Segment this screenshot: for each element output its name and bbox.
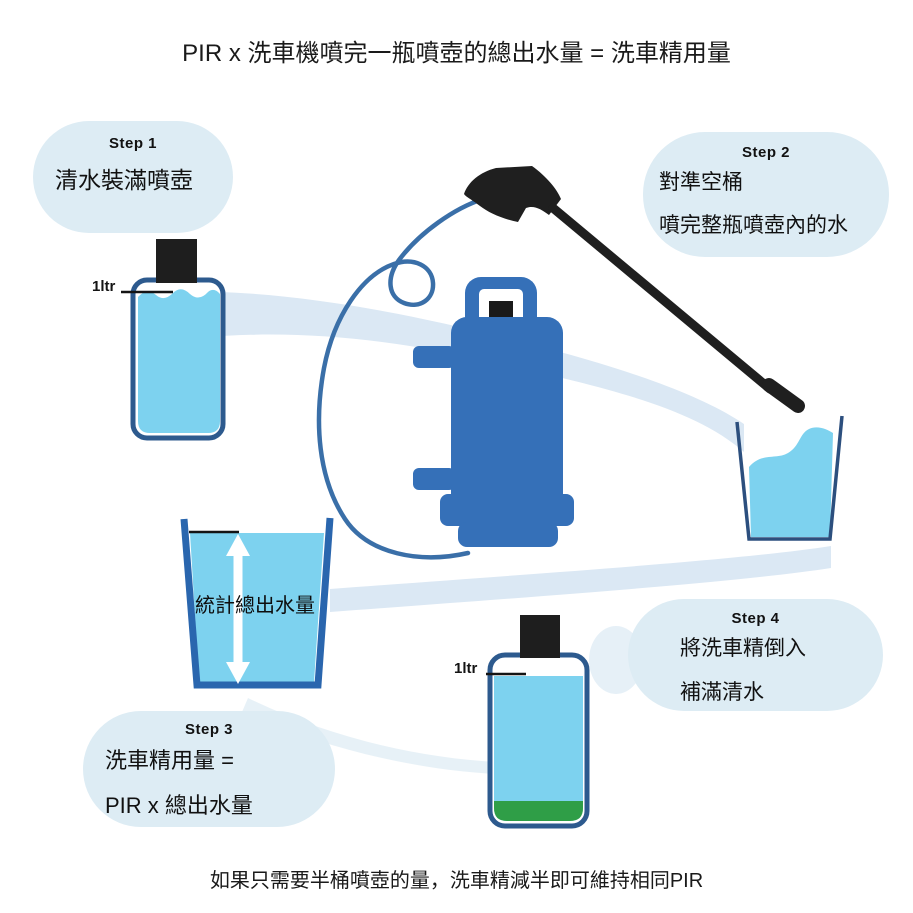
collection-bucket [735, 415, 844, 541]
washer-tab-upper [413, 346, 455, 368]
step2-label: Step 2 [741, 144, 790, 161]
spray-gun-nozzle [762, 378, 805, 413]
bottle2-cap [520, 615, 560, 658]
measure-arrow-head-bottom [226, 662, 250, 684]
measuring-bucket [180, 517, 334, 689]
footer-note: 如果只需要半桶噴壺的量，洗車精減半即可維持相同PIR [209, 870, 704, 892]
step3-bubble: Step 3 洗車精用量 = PIR x 總出水量 [83, 711, 335, 827]
step4-label: Step 4 [731, 610, 780, 627]
bottle2-detergent-layer [494, 801, 583, 821]
measuring-bucket-outline [180, 517, 334, 689]
step1-bubble: Step 1 清水裝滿噴壺 [33, 121, 233, 233]
spray-bottle-1 [121, 239, 226, 441]
collection-bucket-outline [735, 415, 844, 541]
washer-tab-lower [413, 468, 455, 490]
step3-text-line2: PIR x 總出水量 [105, 793, 253, 818]
step3-text-line1: 洗車精用量 = [105, 748, 234, 773]
step2-bubble: Step 2 對準空桶 噴完整瓶噴壺內的水 [643, 132, 889, 257]
flow-band-bottle-to-bucket [222, 292, 744, 452]
hose [316, 196, 486, 560]
bottle1-volume-label: 1ltr [92, 278, 116, 295]
step2-text-line1: 對準空桶 [659, 171, 743, 194]
measuring-bucket-label: 統計總出水量 [195, 595, 315, 617]
flow-band-bucket-to-measure [330, 546, 831, 612]
flow-band-measure-to-bottle [242, 698, 497, 774]
bottle1-water [138, 289, 220, 433]
bottle2-volume-label: 1ltr [454, 660, 478, 677]
step4-text-line1: 將洗車精倒入 [680, 637, 806, 660]
bottle2-water [494, 676, 583, 821]
pressure-washer [413, 277, 574, 547]
step1-text: 清水裝滿噴壺 [55, 167, 193, 193]
step1-label: Step 1 [108, 135, 157, 152]
measure-arrow-head-top [226, 534, 250, 556]
step4-text-line2: 補滿清水 [680, 681, 764, 704]
spray-gun-lance [548, 203, 775, 394]
washer-base-foot [458, 522, 558, 547]
page-title: PIR x 洗車機噴完一瓶噴壺的總出水量 = 洗車精用量 [182, 40, 731, 67]
bottle1-cap [156, 239, 197, 283]
washer-base-flange [440, 494, 574, 526]
spray-bottle-2 [486, 615, 590, 829]
washer-pump-cap [489, 301, 513, 317]
step4-bubble: Step 4 將洗車精倒入 補滿清水 [628, 599, 883, 711]
spray-gun [464, 166, 805, 413]
measuring-bucket-water [190, 533, 324, 682]
washer-body [451, 317, 563, 527]
step3-label: Step 3 [184, 721, 233, 738]
spray-gun-handle [464, 166, 561, 222]
collection-bucket-water [749, 427, 833, 537]
step2-text-line2: 噴完整瓶噴壺內的水 [659, 214, 848, 237]
